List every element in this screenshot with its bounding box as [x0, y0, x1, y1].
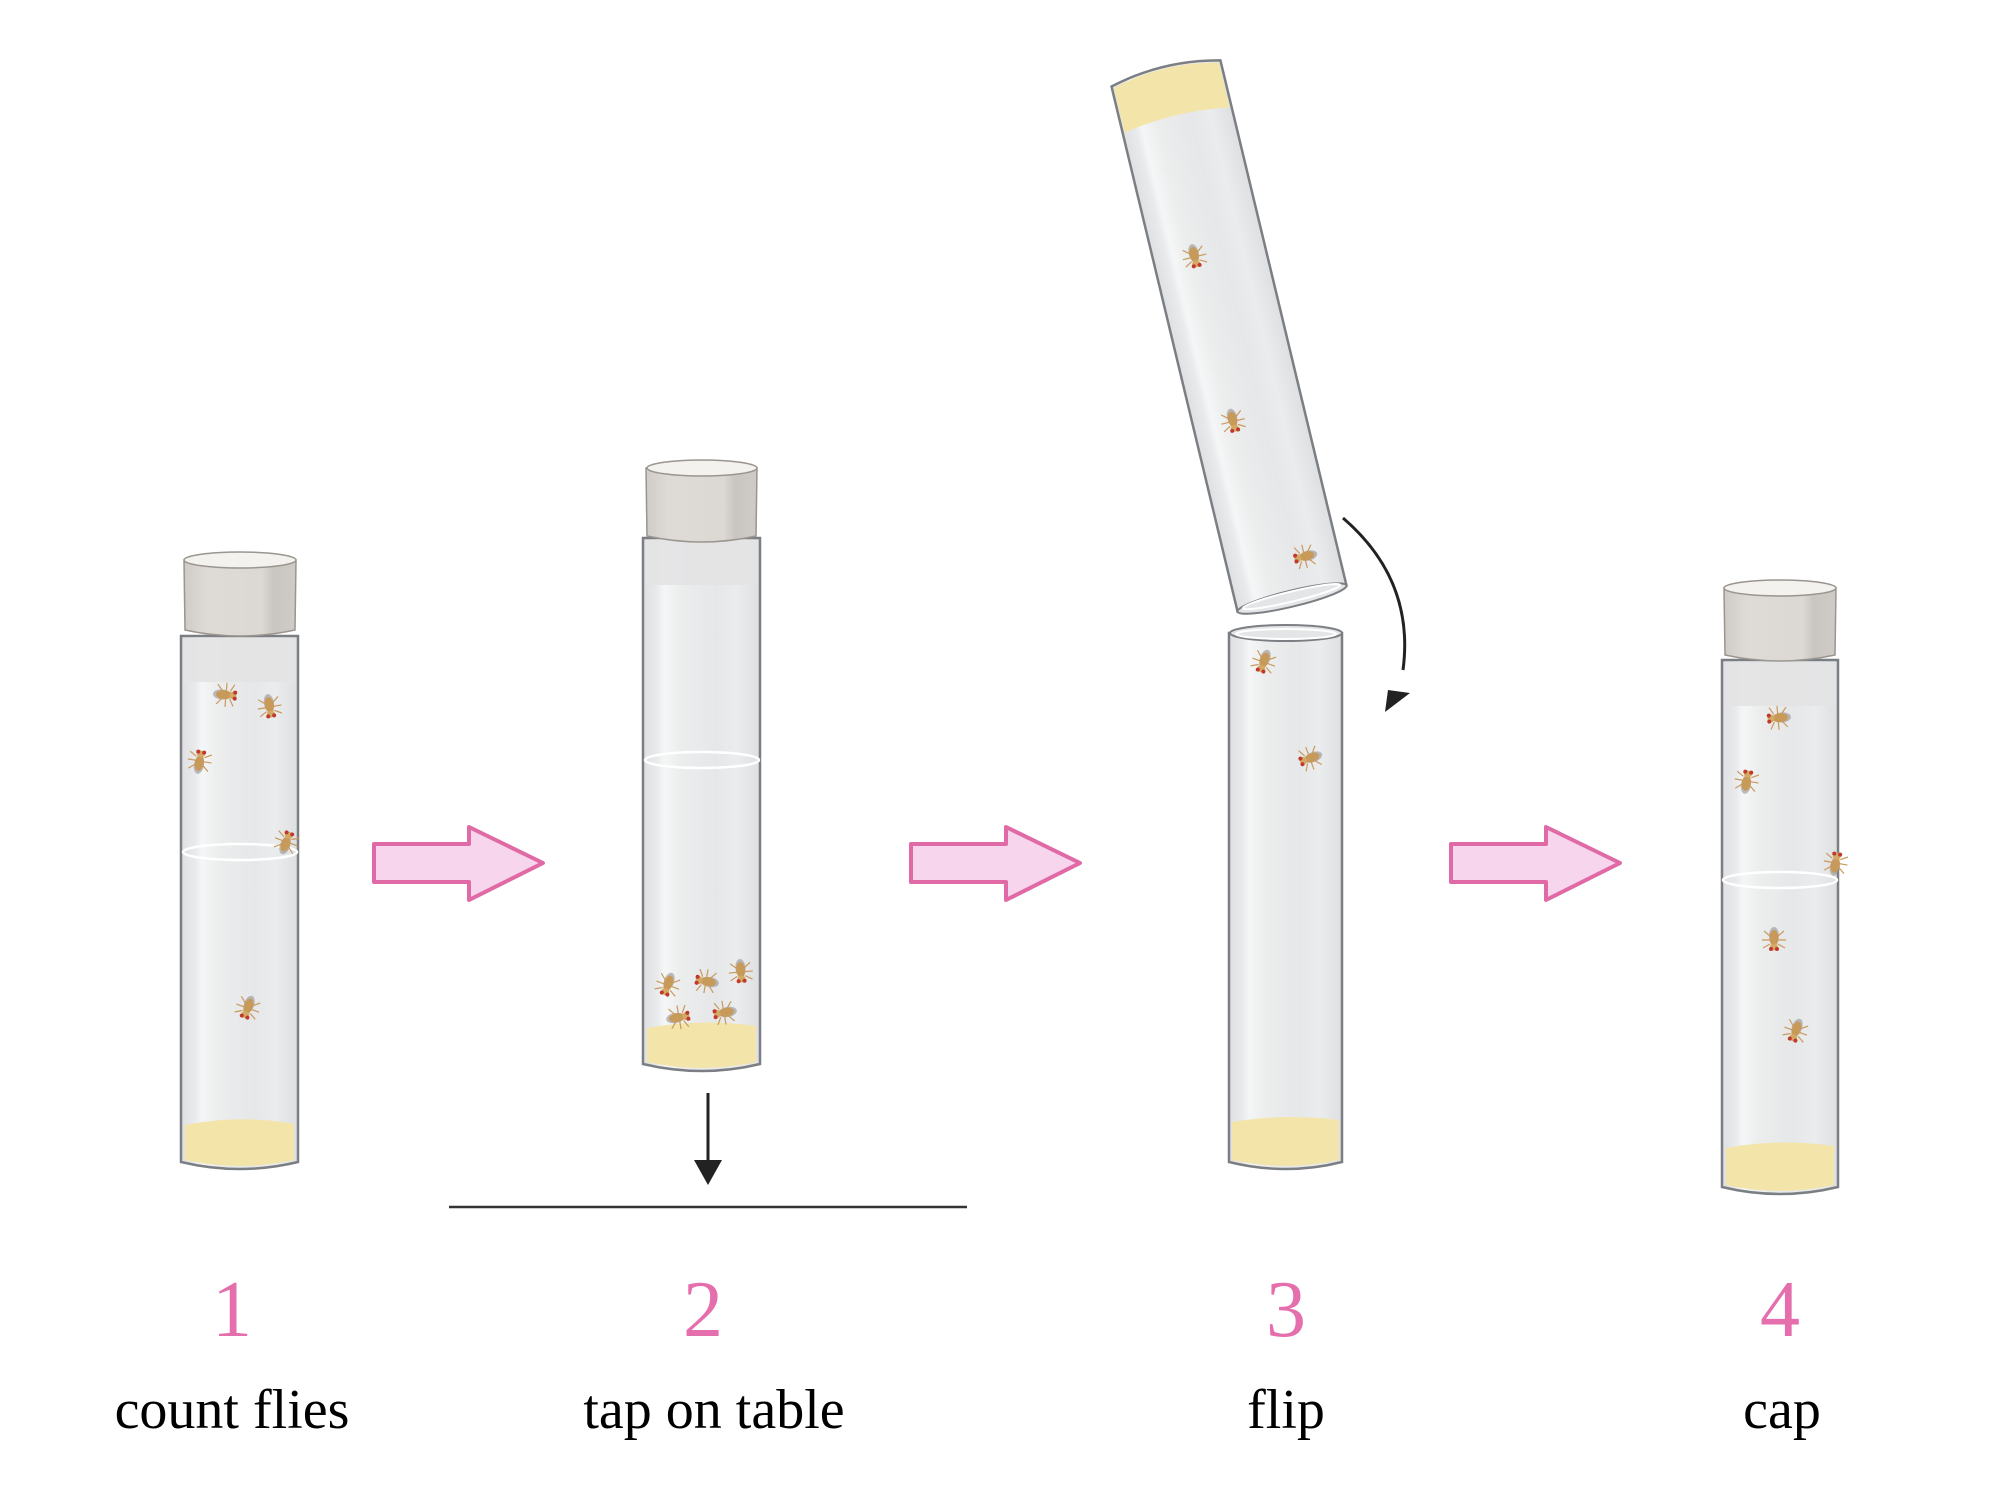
pink-right-arrow-icon [909, 825, 1082, 902]
down-arrow-icon [694, 1093, 722, 1185]
step-number-1: 1 [212, 1266, 252, 1354]
step-number-2: 2 [683, 1266, 723, 1354]
curved-arrow-icon [1342, 516, 1410, 712]
vial-step-3-new [1227, 624, 1344, 1171]
vial-step-3-flipped [1110, 59, 1348, 615]
pink-right-arrow-icon [1449, 825, 1622, 902]
vial-step-1 [179, 551, 302, 1171]
step-label-2: tap on table [583, 1379, 845, 1441]
step-label-4: cap [1743, 1379, 1821, 1441]
vial-step-2 [641, 459, 762, 1073]
step-number-3: 3 [1266, 1266, 1306, 1354]
pink-right-arrow-icon [372, 825, 545, 902]
step-number-4: 4 [1760, 1266, 1800, 1354]
step-label-1: count flies [114, 1379, 350, 1441]
vial-step-4 [1720, 579, 1850, 1196]
step-label-3: flip [1247, 1379, 1325, 1441]
